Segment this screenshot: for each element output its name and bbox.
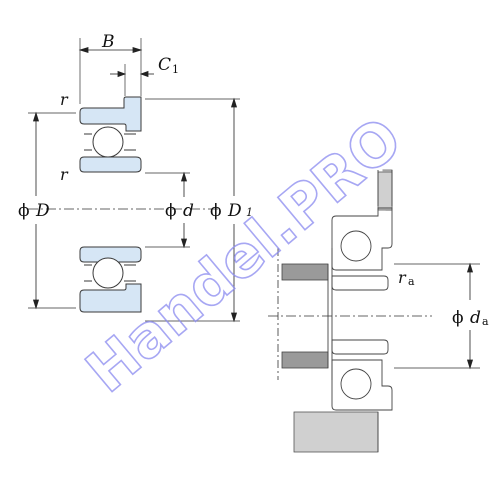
inner-ring-bottom [79,246,142,263]
housing-block-bottom [293,411,379,453]
bearing-section [79,96,142,313]
outer-ring-bottom [79,283,142,313]
ball-top [92,126,124,158]
shaft-bottom [281,351,329,369]
dimension-lines [32,46,238,323]
label-d: d [183,201,194,221]
label-B: B [101,32,115,52]
dimension-da [466,262,474,370]
label-C1: C [158,55,171,75]
label-D1-sub: 1 [246,206,253,219]
inner-ring-top [79,156,142,173]
label-phi-d: ϕ [165,201,177,221]
outer-ring-top [79,96,142,132]
label-ra: r [398,268,407,287]
shaft-top [281,263,329,281]
label-r-mid: r [60,165,69,184]
label-C1-sub: 1 [172,63,179,76]
label-D1: D [227,201,242,221]
ball-bottom [92,257,124,289]
label-phi-D1: ϕ [210,201,222,221]
mounted-bearing-outline [327,170,393,452]
label-da: d [470,308,481,328]
label-r-top: r [60,90,69,109]
label-da-sub: a [482,315,489,328]
label-ra-sub: a [408,275,415,288]
label-phi-da: ϕ [452,308,464,328]
extension-lines-right [394,263,480,369]
label-D: D [35,201,50,221]
label-phi-D: ϕ [18,201,30,221]
